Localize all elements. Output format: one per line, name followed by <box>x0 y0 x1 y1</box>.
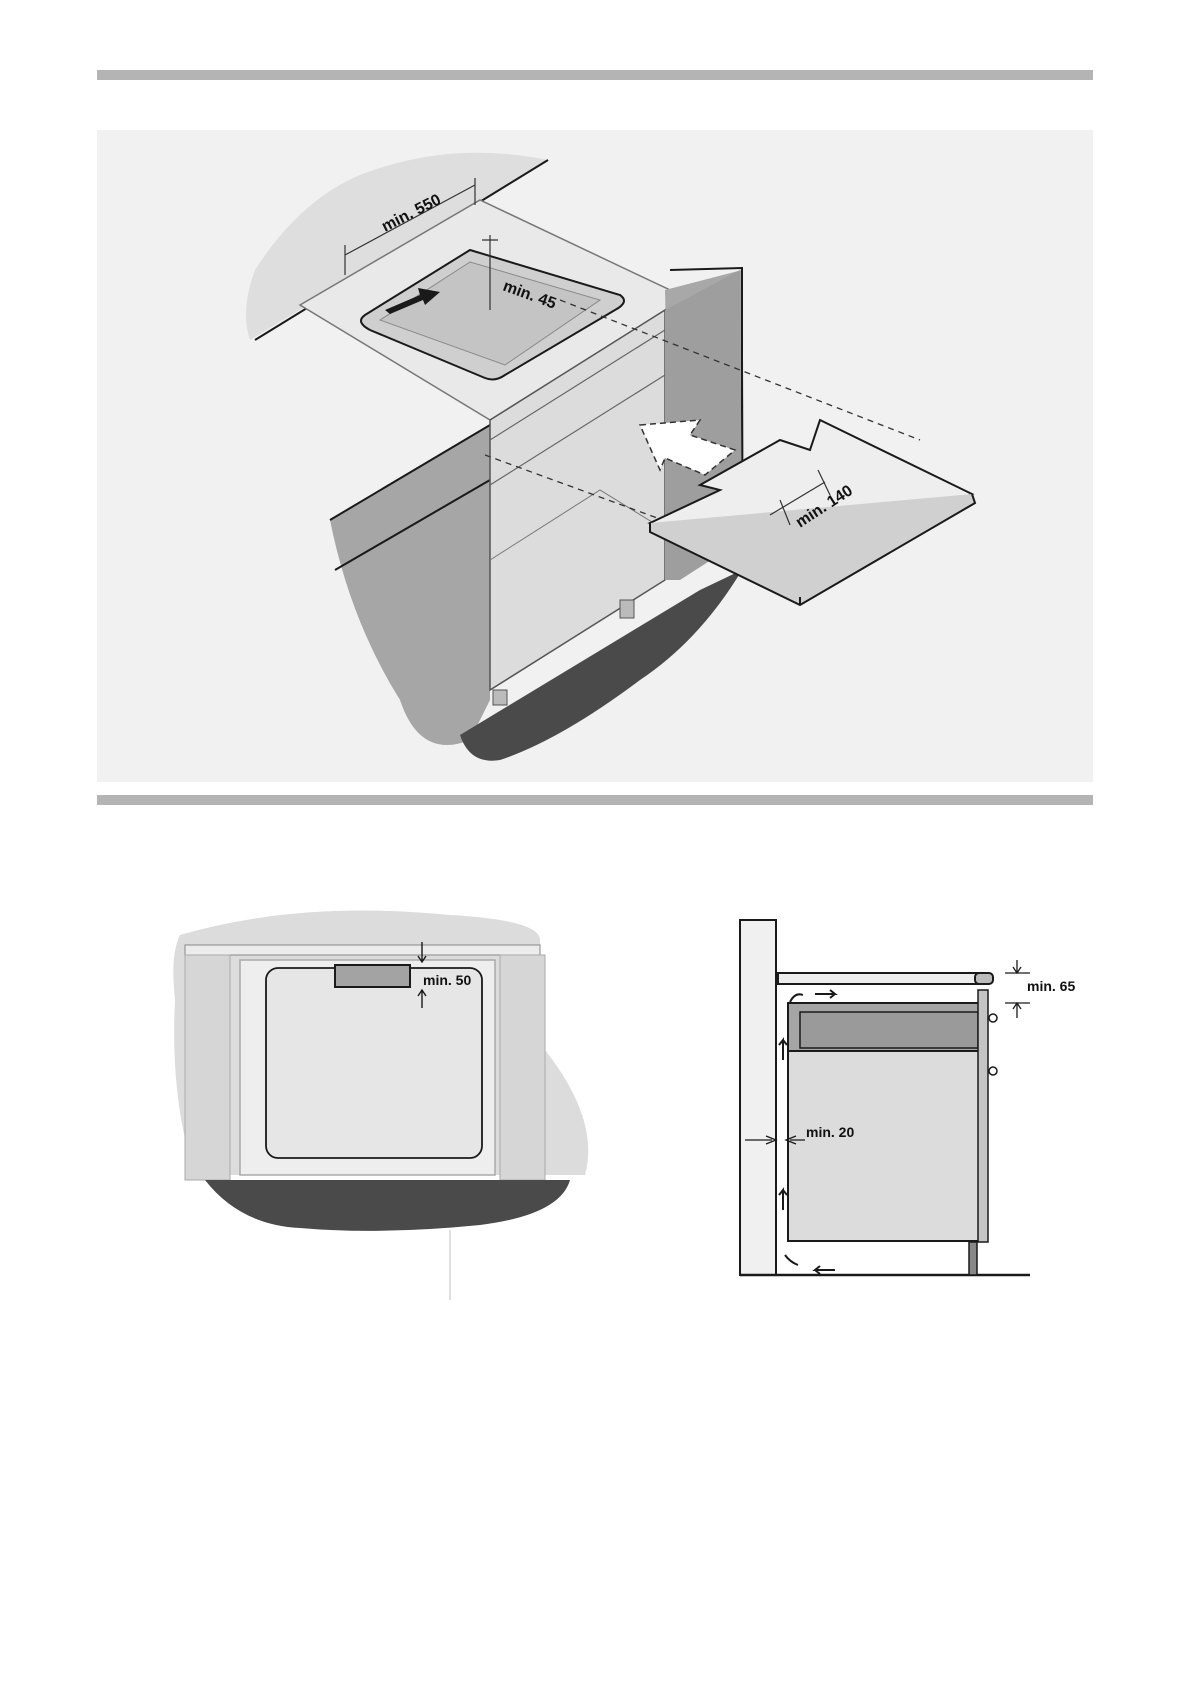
middle-divider <box>97 795 1093 805</box>
label-min-50: min. 50 <box>423 972 471 988</box>
airflow-arrows <box>779 990 835 1274</box>
installation-diagram-isometric: min. 550 min. 45 min. 140 <box>0 0 1190 790</box>
label-min-65: min. 65 <box>1027 978 1075 994</box>
label-min-20: min. 20 <box>806 1124 854 1140</box>
